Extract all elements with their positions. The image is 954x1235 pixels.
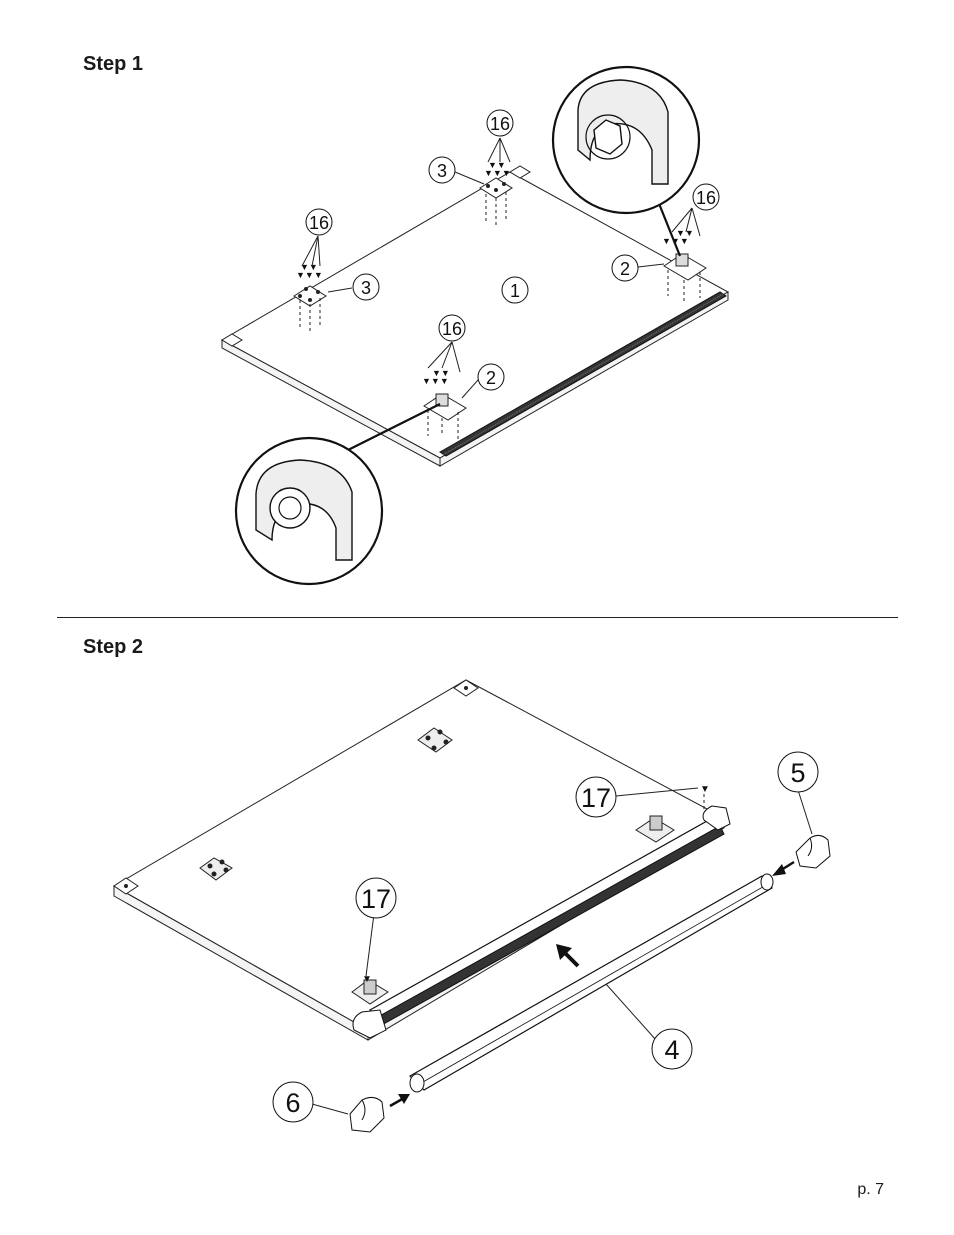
svg-text:▼▼▼: ▼▼▼ (422, 376, 449, 386)
callout-2-center: 2 (477, 363, 505, 391)
svg-text:▼▼: ▼▼ (676, 228, 694, 238)
callout-1-panel: 1 (501, 276, 529, 304)
end-cap-part-5 (795, 834, 831, 869)
zoom-leader-right (654, 195, 682, 257)
hinge-bracket-step2-b (351, 979, 389, 1005)
callout-17-top: 17 (575, 776, 617, 818)
svg-text:2: 2 (486, 368, 496, 388)
svg-text:17: 17 (361, 884, 391, 914)
svg-text:4: 4 (664, 1035, 679, 1065)
svg-text:▼▼: ▼▼ (488, 160, 506, 170)
section-divider (57, 617, 898, 618)
step-1-diagram: ▼▼▼ ▼▼ ▼▼▼ ▼▼ ▼▼▼ ▼▼ ▼▼▼ ▼▼ (220, 65, 730, 586)
step-2-title: Step 2 (83, 636, 144, 658)
svg-text:3: 3 (437, 161, 447, 181)
svg-text:▼▼: ▼▼ (300, 262, 318, 272)
detail-circle-top-right (551, 65, 701, 215)
screw-group-top: ▼▼▼ ▼▼ (484, 160, 511, 178)
svg-text:▼: ▼ (362, 974, 372, 985)
leader-4 (605, 983, 657, 1041)
svg-text:▼▼▼: ▼▼▼ (662, 236, 689, 246)
svg-text:17: 17 (581, 783, 611, 813)
bracket-plate-left (293, 285, 327, 334)
svg-text:▼▼▼: ▼▼▼ (296, 270, 323, 280)
hinge-bracket-step2-a (635, 815, 675, 843)
callout-3-left: 3 (352, 273, 380, 301)
leader-17-bottom (365, 913, 375, 977)
callout-17-bottom: 17 (355, 877, 397, 919)
screw-group-center: ▼▼▼ ▼▼ (422, 368, 450, 386)
svg-text:6: 6 (285, 1088, 300, 1118)
svg-text:16: 16 (490, 114, 510, 134)
detail-circle-bottom-left (234, 436, 384, 586)
hinge-rod-part-4 (409, 873, 774, 1093)
leader-5 (797, 789, 813, 835)
svg-text:1: 1 (510, 281, 520, 301)
callout-16-center: 16 (438, 314, 466, 342)
page-number: p. 7 (857, 1181, 884, 1198)
push-arrow-up-left (556, 944, 580, 968)
svg-text:16: 16 (696, 188, 716, 208)
bracket-plate-top (479, 177, 513, 226)
tabletop-panel-step1 (220, 165, 730, 467)
screw-group-right: ▼▼▼ ▼▼ (662, 228, 694, 246)
callout-5: 5 (777, 751, 819, 793)
leader-17-top (615, 787, 699, 797)
hinge-bracket-right (663, 253, 707, 302)
svg-text:▼▼▼: ▼▼▼ (484, 168, 511, 178)
callout-4: 4 (651, 1028, 693, 1070)
svg-text:▼▼: ▼▼ (432, 368, 450, 378)
svg-text:16: 16 (309, 213, 329, 233)
tabletop-panel-step2 (112, 679, 726, 1041)
callout-3-top: 3 (428, 156, 456, 184)
callout-16-left: 16 (305, 208, 333, 236)
end-cap-part-6 (349, 1096, 385, 1133)
svg-text:16: 16 (442, 319, 462, 339)
callout-2-right: 2 (611, 254, 639, 282)
bracket-plate-step2-b (199, 857, 233, 881)
svg-text:3: 3 (361, 278, 371, 298)
insert-arrow-left (389, 1094, 410, 1108)
screw-17-top: ▼ (700, 784, 710, 812)
zoom-leader-center (343, 403, 441, 453)
leader-6 (311, 1103, 349, 1115)
svg-text:5: 5 (790, 758, 805, 788)
screw-group-left: ▼▼▼ ▼▼ (296, 262, 323, 280)
svg-text:2: 2 (620, 259, 630, 279)
callout-16-top: 16 (486, 109, 514, 137)
installed-hinge-rail (352, 805, 731, 1039)
step-1-title: Step 1 (83, 53, 144, 75)
screw-17-bottom: ▼ (362, 974, 372, 985)
insert-arrow-right (772, 860, 795, 876)
leader-lines-step1 (301, 137, 701, 399)
svg-text:▼: ▼ (700, 784, 710, 795)
callout-6: 6 (272, 1081, 314, 1123)
hinge-bracket-center (423, 393, 467, 440)
bracket-plate-step2-a (417, 727, 453, 753)
callout-16-right: 16 (692, 183, 720, 211)
